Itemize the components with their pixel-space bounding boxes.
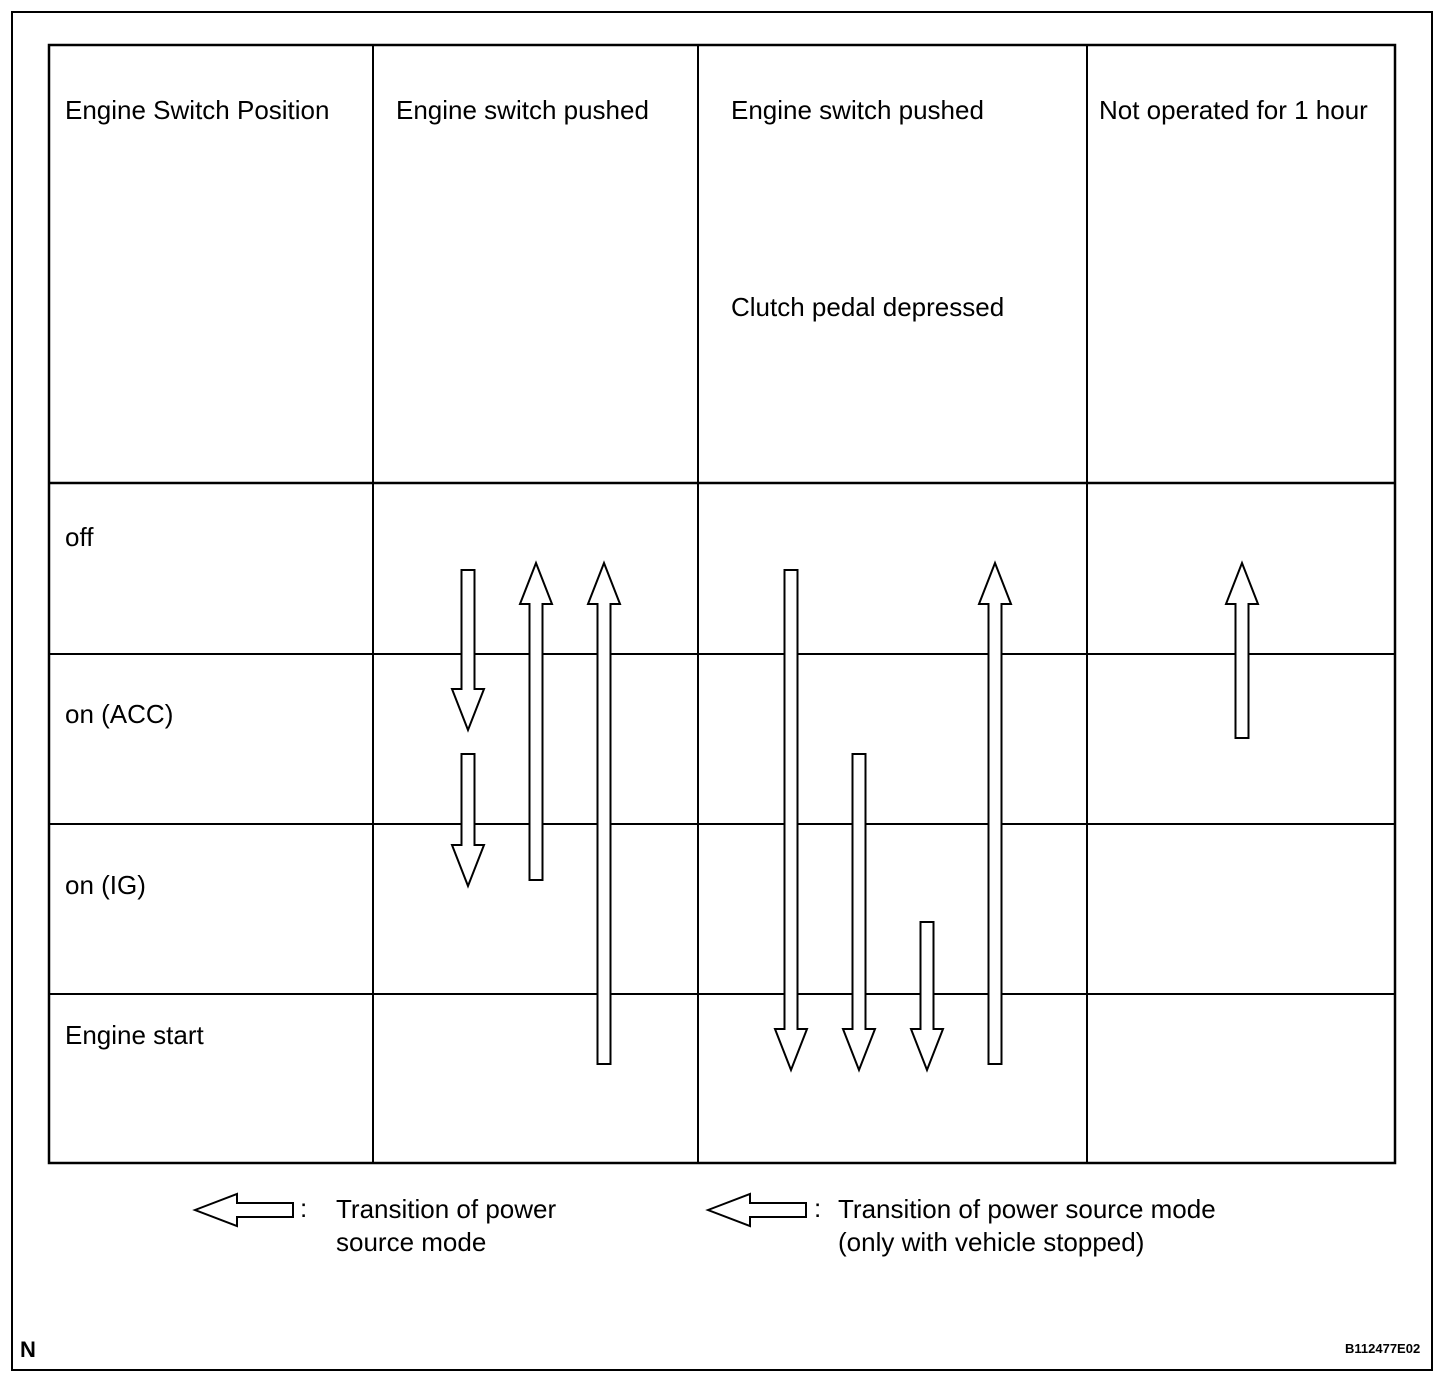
row-label-engine-start: Engine start [65,1020,204,1050]
row-label-on-ig: on (IG) [65,870,146,900]
column-header-3: Not operated for 1 hour [1099,95,1368,125]
corner-label: N [20,1337,36,1362]
legend-1-line1: Transition of power [336,1194,557,1224]
legend-2-separator: : [814,1193,822,1223]
header-engine-switch-position: Engine Switch Position [65,95,330,125]
transition-arrow [586,560,622,1065]
legend-2-text: Transition of power source mode (only wi… [838,1193,1216,1259]
column-header-2: Engine switch pushed [731,95,984,125]
transition-arrow [450,753,486,889]
table-border [47,43,1397,1165]
transition-arrow [450,569,486,733]
row-label-on-acc: on (ACC) [65,699,174,729]
open-arrow-left-icon [192,1192,294,1228]
figure-frame [11,11,1433,1371]
open-arrow-left-icon [705,1192,807,1228]
transition-arrow [1224,560,1260,739]
legend-2-line1: Transition of power source mode [838,1194,1216,1224]
column-header-2-sublabel: Clutch pedal depressed [731,292,1005,322]
transition-arrow [841,753,877,1073]
row-label-off: off [65,522,94,552]
transition-arrow [909,921,945,1073]
column-header-1: Engine switch pushed [396,95,649,125]
legend-1-text: Transition of power source mode [336,1193,556,1259]
figure-code: B112477E02 [1345,1341,1421,1356]
transition-arrow [977,560,1013,1065]
legend-1-line2: source mode [336,1227,487,1257]
transition-arrow [773,569,809,1073]
legend-2-line2: (only with vehicle stopped) [838,1227,1145,1257]
transition-arrow [518,560,554,881]
legend-1-separator: : [300,1193,308,1223]
transition-arrows [450,560,1260,1073]
